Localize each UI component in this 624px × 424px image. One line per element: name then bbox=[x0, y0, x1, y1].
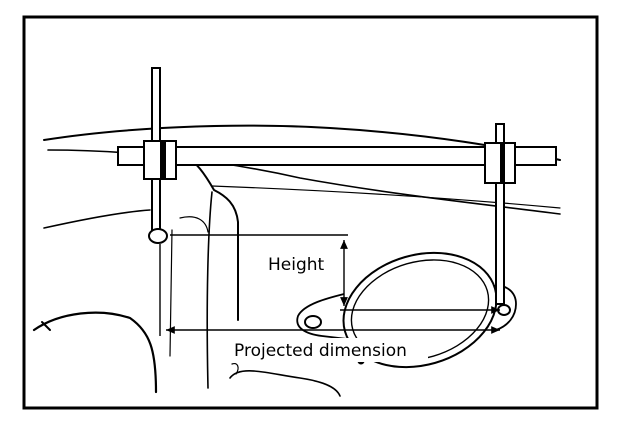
projected-dimension-label: Projected dimension bbox=[234, 341, 407, 361]
tram-gauge bbox=[117, 67, 557, 305]
left-pointer-tip bbox=[148, 228, 168, 244]
flange-bolt-hole-left bbox=[304, 315, 322, 329]
right-pointer-rod bbox=[495, 123, 505, 305]
height-label: Height bbox=[268, 255, 325, 275]
gauge-bar bbox=[117, 146, 557, 166]
dimension-lines bbox=[159, 234, 500, 336]
figure-frame bbox=[22, 15, 599, 410]
